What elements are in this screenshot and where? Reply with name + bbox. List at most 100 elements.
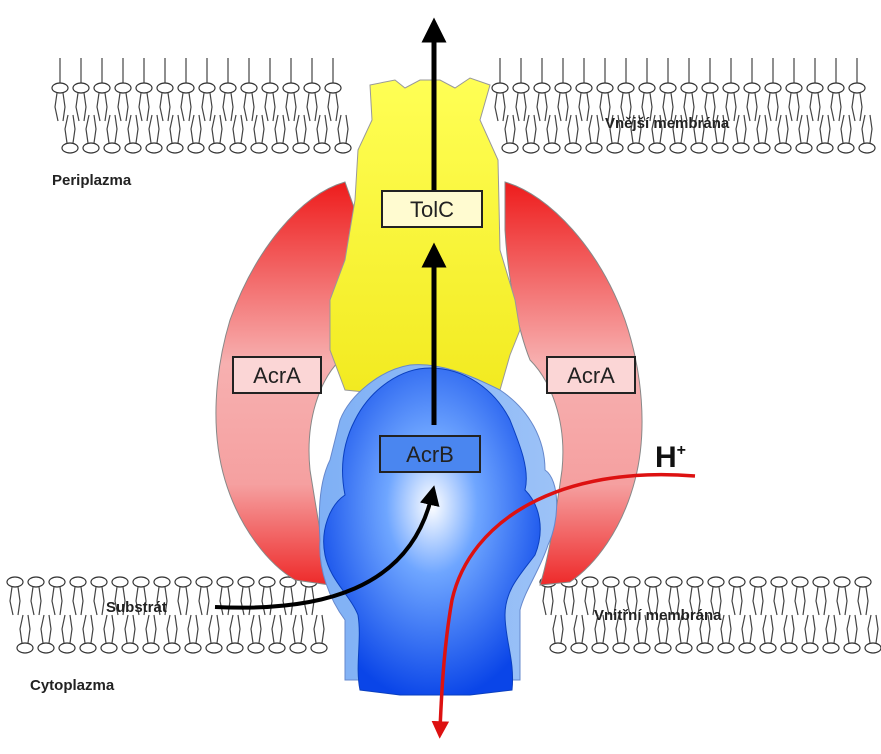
lipid-tail [76,93,86,121]
lipid-head [185,643,201,653]
lipid-tail [251,615,261,643]
lipid-head [199,83,215,93]
lipid-tail [254,115,264,143]
lipid-head [550,643,566,653]
lipid-tail [31,587,41,615]
lipid-tail [558,93,568,121]
lipid-head [628,143,644,153]
lipid-tail [191,115,201,143]
lipid-head [28,577,44,587]
tolc-shape [330,78,520,395]
lipid-head [304,83,320,93]
tolc-label: TolC [410,197,454,222]
lipid-tail [568,115,578,143]
lipid-tail [62,615,72,643]
lipid-head [91,577,107,587]
lipid-tail [170,115,180,143]
lipid-head [754,143,770,153]
lipid-head [175,577,191,587]
lipid-head [687,577,703,587]
lipid-head [603,577,619,587]
lipid-tail [778,115,788,143]
lipid-head [38,643,54,653]
lipid-tail [537,93,547,121]
lipid-head [639,83,655,93]
lipid-tail [244,93,254,121]
lipid-tail [338,115,348,143]
lipid-head [859,143,875,153]
lipid-head [125,143,141,153]
lipid-head [52,83,68,93]
lipid-head [83,143,99,153]
lipid-head [586,143,602,153]
lipid-tail [516,93,526,121]
lipid-head [251,143,267,153]
lipid-head [544,143,560,153]
lipid-head [157,83,173,93]
lipid-tail [296,115,306,143]
lipid-head [666,577,682,587]
proton-charge: + [677,442,686,459]
lipid-head [492,83,508,93]
lipid-head [311,643,327,653]
lipid-head [838,143,854,153]
lipid-head [865,643,881,653]
lipid-head [513,83,529,93]
lipid-tail [286,93,296,121]
lipid-head [217,577,233,587]
lipid-head [760,643,776,653]
lipid-tail [742,615,752,643]
lipid-head [196,577,212,587]
lipid-head [269,643,285,653]
lipid-head [702,83,718,93]
lipid-head [670,143,686,153]
lipid-head [178,83,194,93]
lipid-head [335,143,351,153]
lipid-tail [86,115,96,143]
lipid-head [691,143,707,153]
lipid-head [220,83,236,93]
lipid-tail [209,615,219,643]
lipid-tail [307,93,317,121]
lipid-head [206,643,222,653]
lipid-tail [223,93,233,121]
lipid-head [112,577,128,587]
lipid-tail [810,93,820,121]
lipid-tail [757,115,767,143]
lipid-tail [774,587,784,615]
lipid-tail [317,115,327,143]
lipid-head [750,577,766,587]
inner-membrane-label: Vnitřní membrána [594,607,722,624]
lipid-head [62,143,78,153]
lipid-head [555,83,571,93]
lipid-head [167,143,183,153]
acra-right-label-box: AcrA [547,357,635,393]
lipid-tail [55,93,65,121]
lipid-head [115,83,131,93]
lipid-head [133,577,149,587]
lipid-tail [125,615,135,643]
lipid-tail [831,93,841,121]
lipid-head [813,577,829,587]
acra-left-label: AcrA [253,363,301,388]
lipid-head [283,83,299,93]
lipid-head [718,643,734,653]
lipid-tail [272,615,282,643]
lipid-head [792,577,808,587]
lipid-tail [178,587,188,615]
lipid-head [771,577,787,587]
acra-right-label: AcrA [567,363,615,388]
lipid-head [775,143,791,153]
lipid-head [592,643,608,653]
lipid-tail [868,615,878,643]
lipid-tail [495,93,505,121]
lipid-head [708,577,724,587]
lipid-head [697,643,713,653]
lipid-tail [233,115,243,143]
lipid-tail [199,587,209,615]
lipid-head [634,643,650,653]
lipid-tail [10,587,20,615]
lipid-tail [328,93,338,121]
